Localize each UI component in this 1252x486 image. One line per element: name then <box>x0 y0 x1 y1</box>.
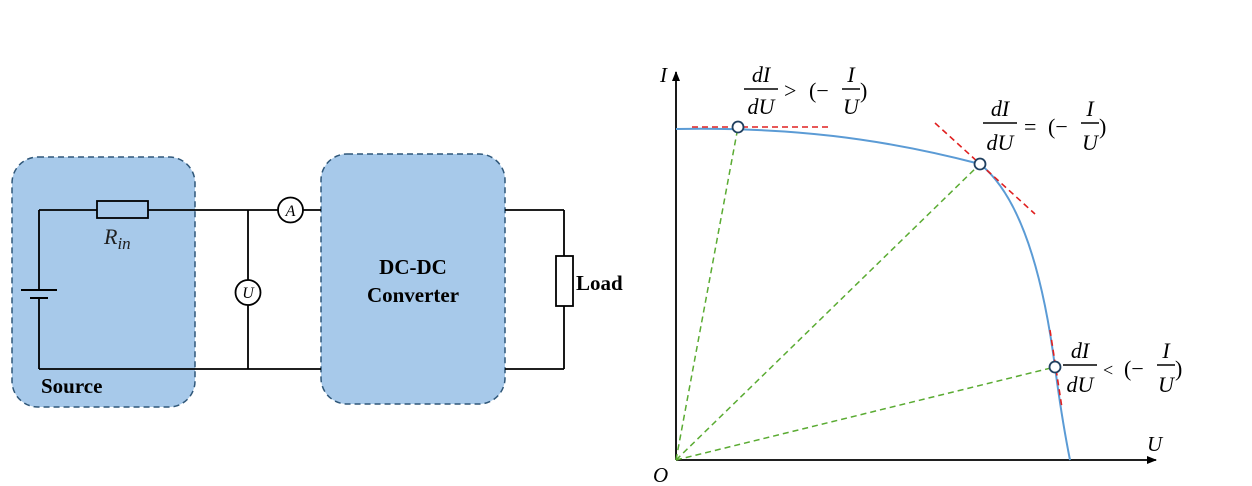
load-resistor-icon <box>555 255 574 307</box>
svg-text:dI: dI <box>991 96 1011 121</box>
svg-text:=: = <box>1024 114 1036 139</box>
point-right-marker <box>1048 360 1062 374</box>
voltmeter-symbol: U <box>242 285 255 302</box>
annotation-mpp: dI dU = (− I U ) <box>983 96 1106 155</box>
annotation-left: dI dU > (− I U ) <box>744 62 867 119</box>
battery-icon <box>21 289 57 299</box>
converter-label-line1: DC-DC <box>379 255 447 279</box>
origin-label: O <box>653 463 668 486</box>
svg-text:I: I <box>1161 338 1171 363</box>
x-axis-label: U <box>1147 432 1164 456</box>
converter-block <box>320 153 506 405</box>
svg-text:(−: (− <box>1048 114 1068 139</box>
voltmeter-icon <box>234 279 262 306</box>
circuit-diagram: Rin A U Source DC-DC Converter Load <box>11 153 623 408</box>
svg-text:dU: dU <box>748 94 777 119</box>
svg-text:): ) <box>1099 114 1106 139</box>
svg-text:dI: dI <box>1071 338 1091 363</box>
svg-text:dU: dU <box>1067 372 1096 397</box>
point-left-marker <box>731 120 745 134</box>
source-label: Source <box>41 374 102 398</box>
tangent-lines <box>692 122 1063 409</box>
svg-text:): ) <box>1175 356 1182 381</box>
converter-label-line2: Converter <box>367 283 459 307</box>
svg-text:>: > <box>784 78 796 103</box>
circuit-wires <box>38 209 565 370</box>
iu-curve <box>675 127 1071 461</box>
svg-text:U: U <box>843 94 861 119</box>
svg-text:dI: dI <box>752 62 772 87</box>
iu-graph: I U O dI dU > (− I U <box>653 62 1182 486</box>
annotation-right: dI dU < (− I U ) <box>1063 338 1182 397</box>
ammeter-symbol: A <box>285 203 296 220</box>
svg-text:I: I <box>1085 96 1095 121</box>
secant-lines <box>675 126 1056 461</box>
svg-text:(−: (− <box>809 78 829 103</box>
resistor-icon <box>96 200 149 219</box>
svg-text:): ) <box>860 78 867 103</box>
y-axis-label: I <box>659 63 668 87</box>
ammeter-icon <box>277 196 304 224</box>
load-label: Load <box>576 271 623 295</box>
point-mpp-marker <box>973 157 987 171</box>
svg-text:I: I <box>846 62 856 87</box>
svg-text:(−: (− <box>1124 356 1144 381</box>
resistor-label: Rin <box>103 224 131 253</box>
svg-text:<: < <box>1103 360 1113 380</box>
source-block <box>11 156 196 408</box>
svg-text:U: U <box>1082 130 1100 155</box>
svg-text:dU: dU <box>987 130 1016 155</box>
svg-text:U: U <box>1158 372 1176 397</box>
